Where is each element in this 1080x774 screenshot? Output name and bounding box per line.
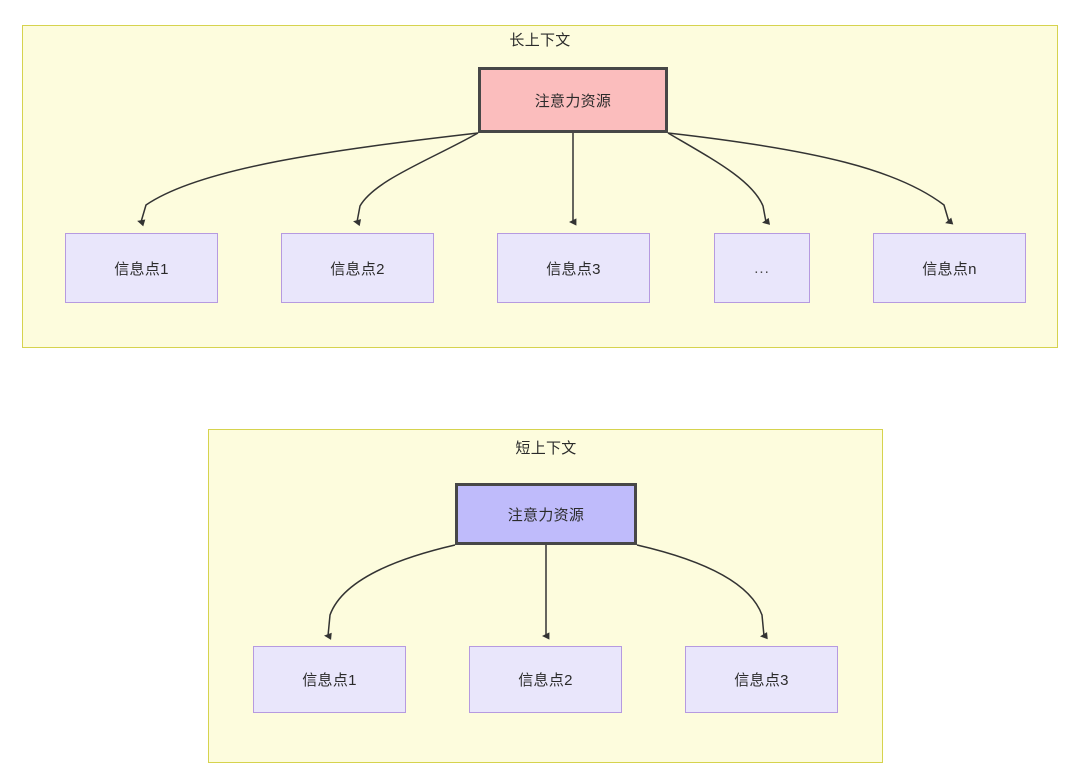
- node-info-point-3-short[interactable]: 信息点3: [685, 646, 838, 713]
- node-info-point-1-long[interactable]: 信息点1: [65, 233, 218, 303]
- group-title-short-context: 短上下文: [515, 440, 577, 457]
- node-info-point-1-short[interactable]: 信息点1: [253, 646, 406, 713]
- node-info-point-n-long[interactable]: 信息点n: [873, 233, 1026, 303]
- node-info-point-ellipsis-long[interactable]: ...: [714, 233, 810, 303]
- node-info-point-2-long[interactable]: 信息点2: [281, 233, 434, 303]
- group-title-long-context: 长上下文: [509, 32, 571, 49]
- node-info-point-3-long[interactable]: 信息点3: [497, 233, 650, 303]
- node-info-point-2-short[interactable]: 信息点2: [469, 646, 622, 713]
- node-attention-resource-short[interactable]: 注意力资源: [455, 483, 637, 545]
- node-attention-resource-long[interactable]: 注意力资源: [478, 67, 668, 133]
